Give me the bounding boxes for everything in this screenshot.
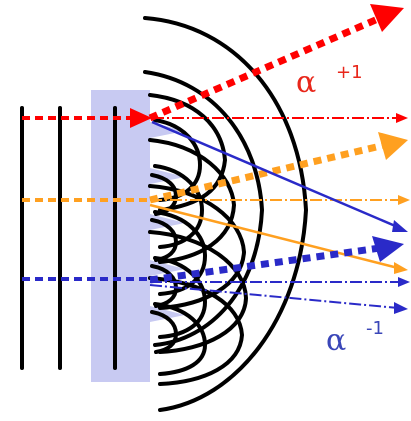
groove-wavefront	[150, 218, 179, 262]
orange-beams	[22, 132, 410, 274]
orange-minus-order-arrowhead	[394, 262, 408, 274]
groove-wavefront	[153, 210, 208, 296]
plus-order-exponent: +1	[336, 62, 363, 83]
orange-plus-order-beam	[149, 141, 386, 204]
groove-wavefront	[148, 276, 245, 386]
minus-order-symbol: α	[326, 323, 346, 358]
blue-plus-order-arrowhead	[372, 236, 404, 262]
groove-wavefront	[153, 256, 208, 339]
red-incident-arrowhead	[130, 108, 152, 128]
groove-wavefront	[153, 164, 205, 249]
groove-wavefront	[148, 184, 247, 310]
blue-red-order-beam	[151, 120, 401, 230]
groove-wavefront	[148, 93, 228, 212]
orange-plus-order-arrowhead	[378, 132, 408, 160]
groove-wavefront	[148, 138, 237, 264]
blue-beams	[22, 120, 410, 314]
minus-order-exponent: -1	[366, 318, 384, 339]
red-zero-order-arrowhead	[396, 113, 408, 123]
minus-order-label: α	[326, 323, 346, 358]
blue-plus-order-beam	[149, 244, 381, 284]
plus-order-label: α	[296, 65, 316, 100]
incident-wavefronts	[20, 106, 117, 370]
orange-minus-order-beam	[149, 203, 399, 270]
red-beams	[22, 4, 408, 128]
groove-wavefront	[150, 173, 179, 216]
red-plus-order-arrowhead	[370, 4, 404, 32]
blue-zero-order-arrowhead	[398, 277, 410, 287]
blue-minus-order-arrowhead	[394, 302, 408, 314]
outer-wavefront	[143, 16, 309, 412]
orange-zero-order-arrowhead	[398, 195, 410, 205]
blue-minus-order-beam	[149, 284, 399, 309]
plus-order-symbol: α	[296, 65, 316, 100]
blue-upper-arrowhead	[392, 220, 408, 232]
groove-wavefront	[148, 230, 249, 354]
groove-wavefront	[153, 302, 208, 376]
groove-wavefront	[150, 310, 179, 354]
diffracted-wavefronts	[143, 16, 309, 412]
